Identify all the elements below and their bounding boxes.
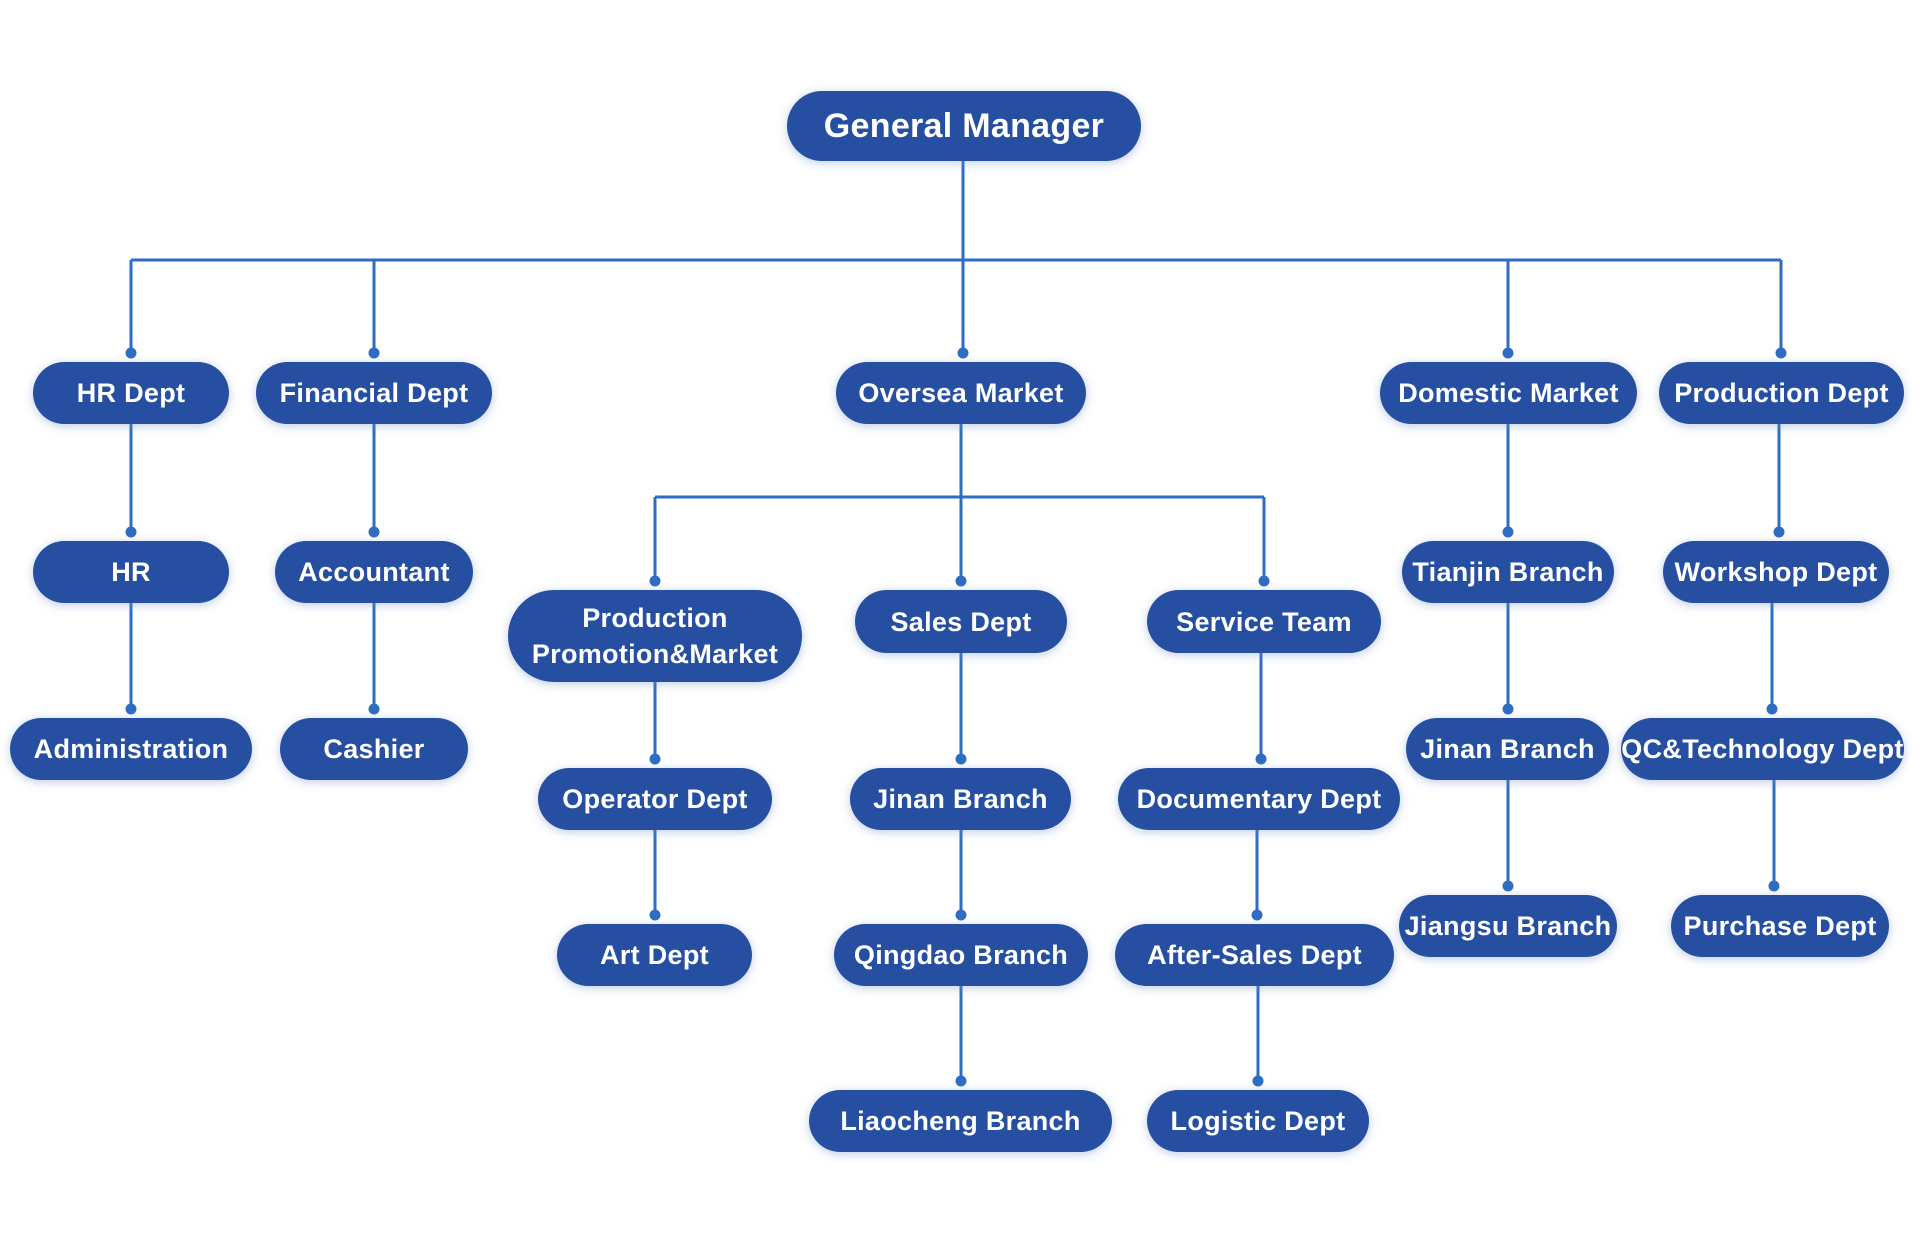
org-node-label: HR Dept bbox=[76, 378, 186, 408]
connector-dot bbox=[649, 909, 661, 921]
org-node-accountant: Accountant bbox=[275, 541, 473, 603]
connector-dot bbox=[955, 575, 967, 587]
org-node-administration: Administration bbox=[10, 718, 252, 780]
org-node-after-sales-dept: After-Sales Dept bbox=[1115, 924, 1394, 986]
connector-dot bbox=[1502, 347, 1514, 359]
connector-dot bbox=[1252, 1075, 1264, 1087]
org-node-label: Tianjin Branch bbox=[1412, 557, 1604, 587]
org-node-label: General Manager bbox=[823, 107, 1105, 145]
org-node-label: Jiangsu Branch bbox=[1404, 911, 1612, 941]
org-node-tianjin-branch: Tianjin Branch bbox=[1402, 541, 1614, 603]
connector-dot bbox=[125, 347, 137, 359]
org-node-financial-dept: Financial Dept bbox=[256, 362, 492, 424]
connector-dot bbox=[1502, 703, 1514, 715]
connector-dot bbox=[1775, 347, 1787, 359]
org-node-label: QC&Technology Dept bbox=[1621, 734, 1904, 764]
connector-dot bbox=[1258, 575, 1270, 587]
org-node-service-team: Service Team bbox=[1147, 590, 1381, 653]
org-node-oversea-market: Oversea Market bbox=[836, 362, 1086, 424]
org-node-production-dept: Production Dept bbox=[1659, 362, 1904, 424]
org-node-label: Liaocheng Branch bbox=[840, 1106, 1081, 1136]
connector-dot bbox=[368, 526, 380, 538]
org-node-domestic-market: Domestic Market bbox=[1380, 362, 1637, 424]
connector-dot bbox=[955, 753, 967, 765]
connector-dot bbox=[955, 1075, 967, 1087]
connector-dot bbox=[368, 703, 380, 715]
connector-dot bbox=[1773, 526, 1785, 538]
org-node-label: Administration bbox=[33, 734, 229, 764]
org-node-label: After-Sales Dept bbox=[1147, 940, 1362, 970]
connector-dot bbox=[125, 703, 137, 715]
connector-dot bbox=[1502, 880, 1514, 892]
connector-dot bbox=[1766, 703, 1778, 715]
connector-dot bbox=[649, 753, 661, 765]
org-node-label: Production Promotion&Market bbox=[531, 603, 779, 669]
org-node-jinan-branch-sales: Jinan Branch bbox=[850, 768, 1071, 830]
org-node-label: Cashier bbox=[323, 734, 425, 764]
org-node-hr-dept: HR Dept bbox=[33, 362, 229, 424]
org-node-label: HR bbox=[111, 557, 151, 587]
org-node-label: Financial Dept bbox=[279, 378, 469, 408]
org-node-qc-technology-dept: QC&Technology Dept bbox=[1621, 718, 1904, 780]
org-node-qingdao-branch: Qingdao Branch bbox=[834, 924, 1088, 986]
org-node-purchase-dept: Purchase Dept bbox=[1671, 895, 1889, 957]
org-node-jinan-branch-domestic: Jinan Branch bbox=[1406, 718, 1609, 780]
org-node-label: Jinan Branch bbox=[873, 784, 1048, 814]
org-node-workshop-dept: Workshop Dept bbox=[1663, 541, 1889, 603]
org-node-label: Art Dept bbox=[600, 940, 709, 970]
org-node-label: Logistic Dept bbox=[1170, 1106, 1346, 1136]
connector-dot bbox=[1255, 753, 1267, 765]
org-node-production-promotion-market: Production Promotion&Market bbox=[508, 590, 802, 682]
org-node-label: Sales Dept bbox=[890, 606, 1032, 637]
org-node-logistic-dept: Logistic Dept bbox=[1147, 1090, 1369, 1152]
org-node-label: Operator Dept bbox=[562, 784, 748, 814]
org-node-jiangsu-branch: Jiangsu Branch bbox=[1399, 895, 1617, 957]
connector-dot bbox=[955, 909, 967, 921]
org-node-sales-dept: Sales Dept bbox=[855, 590, 1067, 653]
org-node-label: Oversea Market bbox=[858, 378, 1064, 408]
org-node-label: Jinan Branch bbox=[1420, 734, 1595, 764]
org-node-liaocheng-branch: Liaocheng Branch bbox=[809, 1090, 1112, 1152]
org-node-general-manager: General Manager bbox=[787, 91, 1141, 161]
org-node-art-dept: Art Dept bbox=[557, 924, 752, 986]
org-node-label: Accountant bbox=[298, 557, 450, 587]
org-node-operator-dept: Operator Dept bbox=[538, 768, 772, 830]
connector-dot bbox=[957, 347, 969, 359]
org-node-hr: HR bbox=[33, 541, 229, 603]
connector-dot bbox=[125, 526, 137, 538]
org-node-label: Production Dept bbox=[1674, 378, 1889, 408]
org-node-label: Qingdao Branch bbox=[853, 940, 1069, 970]
org-node-label: Documentary Dept bbox=[1136, 784, 1382, 814]
org-node-label: Domestic Market bbox=[1398, 378, 1619, 408]
connector-dot bbox=[1251, 909, 1263, 921]
org-node-cashier: Cashier bbox=[280, 718, 468, 780]
connector-dot bbox=[649, 575, 661, 587]
org-node-label: Workshop Dept bbox=[1674, 557, 1878, 587]
connector-dot bbox=[368, 347, 380, 359]
org-node-label: Purchase Dept bbox=[1683, 911, 1877, 941]
org-node-documentary-dept: Documentary Dept bbox=[1118, 768, 1400, 830]
connector-dot bbox=[1502, 526, 1514, 538]
connector-dot bbox=[1768, 880, 1780, 892]
org-node-label: Service Team bbox=[1176, 606, 1352, 637]
